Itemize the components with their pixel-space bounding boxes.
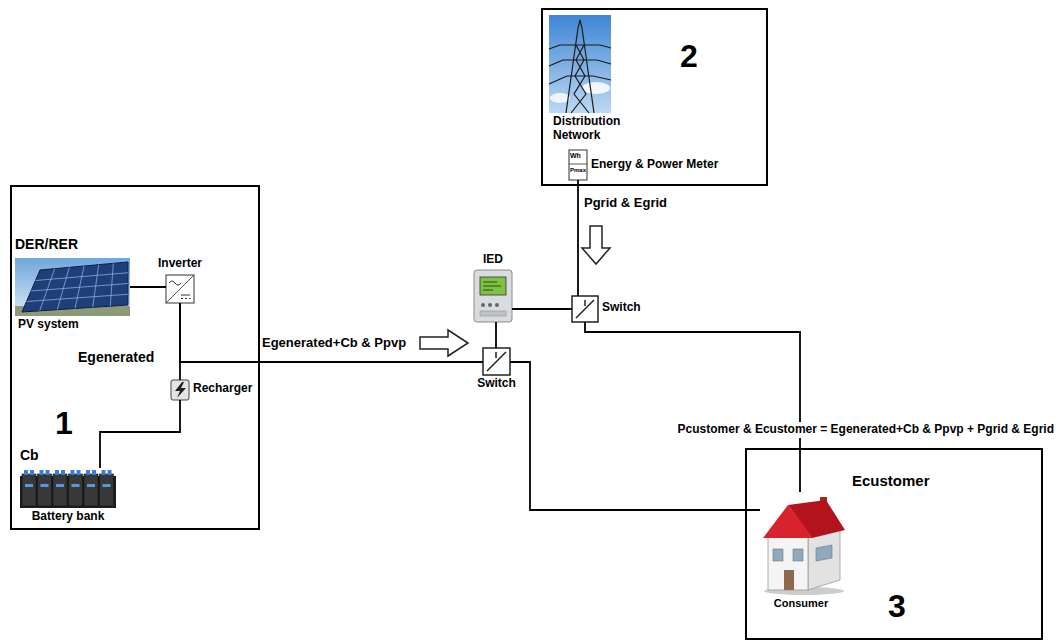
callout-number: 3 bbox=[888, 588, 906, 625]
battery-bank-picture bbox=[20, 470, 116, 508]
balance-equation: Pcustomer & Ecustomer = Egenerated+Cb & … bbox=[676, 422, 1056, 438]
switch-symbol bbox=[572, 296, 598, 322]
node-label: Recharger bbox=[193, 382, 252, 396]
ied-device: IED bbox=[474, 270, 512, 322]
inverter-symbol bbox=[166, 275, 194, 303]
node-label: Consumer bbox=[774, 597, 828, 610]
flow-label: Pgrid & Egrid bbox=[584, 196, 667, 211]
region-box: Distribution NetworkWhPmax Energy & Power… bbox=[541, 8, 768, 186]
node-label: DER/RER bbox=[15, 236, 78, 252]
node-label: IED bbox=[483, 253, 503, 267]
consumer-house: Consumer bbox=[760, 492, 842, 594]
callout-number: 1 bbox=[55, 405, 73, 442]
ied-device-picture bbox=[474, 270, 512, 322]
switch-symbol bbox=[483, 348, 510, 375]
node-label: Cb bbox=[20, 447, 39, 463]
node-label: Battery bank bbox=[32, 510, 105, 524]
node-label: Switch bbox=[602, 301, 641, 315]
switch: Switch bbox=[572, 296, 598, 322]
node-label: Distribution Network bbox=[553, 115, 643, 143]
wire bbox=[100, 400, 180, 468]
wire bbox=[130, 286, 166, 288]
wire bbox=[577, 180, 579, 296]
tower-picture bbox=[549, 15, 611, 113]
pv-array: PV system bbox=[15, 258, 130, 316]
pv-panel-picture bbox=[15, 258, 130, 316]
meter-symbol bbox=[569, 150, 587, 180]
inverter: Inverter bbox=[166, 275, 194, 303]
callout-number: 2 bbox=[680, 38, 698, 75]
recharger-symbol bbox=[171, 380, 189, 400]
flow-arrow bbox=[582, 226, 610, 264]
node-label: Pmax bbox=[570, 167, 586, 174]
wire bbox=[180, 303, 483, 362]
wire bbox=[495, 322, 497, 348]
node-label: Ecustomer bbox=[852, 472, 930, 489]
energy-label: Egenerated bbox=[78, 349, 154, 365]
wire bbox=[512, 308, 572, 310]
battery-bank: CbBattery bank bbox=[20, 468, 116, 508]
recharger: Recharger bbox=[171, 380, 189, 400]
switch: Switch bbox=[483, 348, 510, 375]
distribution-tower: Distribution Network bbox=[549, 15, 611, 113]
node-label: Energy & Power Meter bbox=[591, 158, 718, 172]
flow-label: Egenerated+Cb & Ppvp bbox=[262, 336, 406, 351]
flow-arrow bbox=[420, 330, 468, 356]
region-box: Consumer Ecustomer 3 bbox=[745, 448, 1043, 640]
node-label: Switch bbox=[477, 377, 516, 391]
node-label: PV system bbox=[18, 318, 79, 332]
node-label: Inverter bbox=[158, 257, 202, 271]
node-label: Wh bbox=[570, 152, 581, 160]
wire bbox=[585, 322, 800, 492]
house-picture bbox=[763, 497, 845, 595]
energy-meter: WhPmaxEnergy & Power Meter bbox=[569, 150, 587, 180]
